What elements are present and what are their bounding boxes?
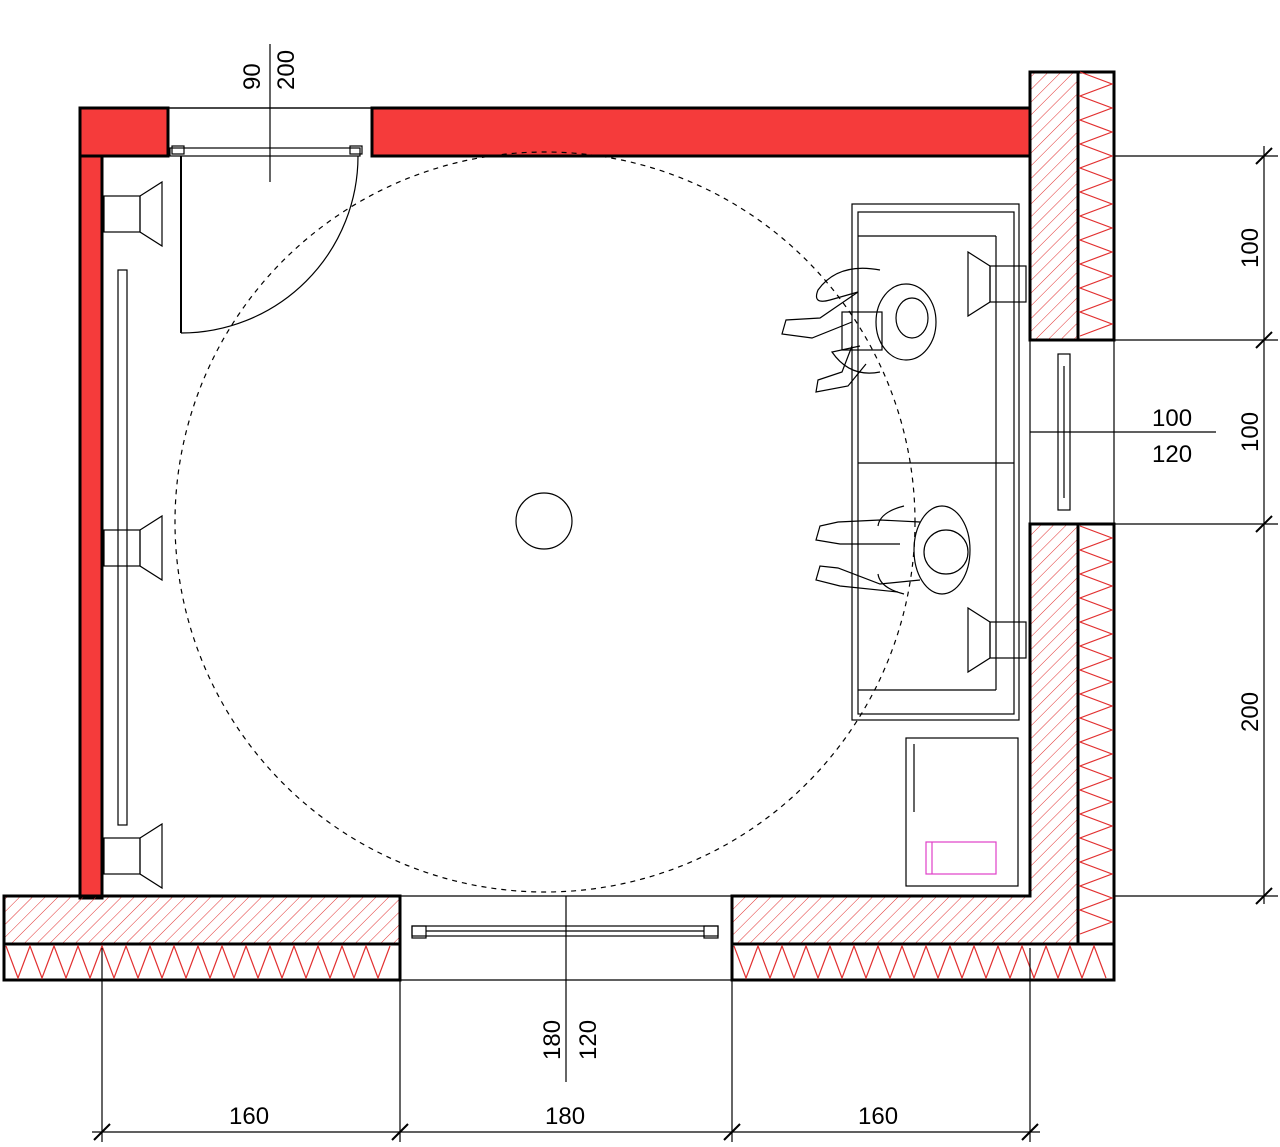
door-dim-90: 90 — [239, 63, 266, 90]
right-insulation-lower — [1076, 522, 1116, 946]
door — [169, 145, 363, 334]
right-insulation-upper — [1076, 70, 1116, 342]
window-bottom-dim-180: 180 — [539, 1020, 566, 1060]
right-wall-lower — [730, 522, 1080, 946]
right-dim-100-top: 100 — [1237, 228, 1264, 268]
grab-bar — [117, 269, 128, 826]
shower-head-bottom — [103, 822, 163, 890]
right-dim-100-mid: 100 — [1237, 412, 1264, 452]
bottom-dimension-chain — [92, 948, 1040, 1142]
shower-head-middle — [103, 514, 163, 582]
left-wall — [78, 106, 104, 900]
bottom-insulation-zigzag-right — [733, 944, 1107, 980]
bottom-dim-160-right: 160 — [858, 1103, 898, 1130]
door-dim-200: 200 — [273, 50, 300, 90]
seated-person-top — [781, 267, 937, 393]
bottom-insulation-left — [2, 942, 402, 982]
right-insulation-zigzag-lower — [1078, 525, 1114, 935]
wheelchair-turning-circle — [174, 151, 916, 893]
shower-head-right-bottom — [967, 606, 1027, 674]
cabinet — [905, 737, 1019, 887]
right-dimension-chain — [1114, 146, 1278, 905]
waste-bin — [925, 841, 997, 875]
bottom-dim-160-left: 160 — [229, 1103, 269, 1130]
bottom-insulation-zigzag-left — [5, 944, 391, 980]
floor-drain — [515, 492, 573, 550]
right-wall-upper — [1028, 70, 1080, 342]
door-dimension — [168, 44, 372, 182]
seated-person-bottom — [815, 505, 971, 595]
right-dim-200: 200 — [1237, 692, 1264, 732]
right-insulation-zigzag-upper — [1078, 71, 1114, 337]
top-wall-left — [78, 106, 170, 158]
bottom-dim-180: 180 — [545, 1103, 585, 1130]
window-bottom-dim-120: 120 — [575, 1020, 602, 1060]
shower-head-right-top — [967, 250, 1027, 318]
window-right-dim-100: 100 — [1152, 405, 1192, 432]
shower-head-top — [103, 180, 163, 248]
bottom-wall-left — [2, 894, 402, 946]
window-right-dim-120: 120 — [1152, 441, 1192, 468]
bench — [851, 203, 1020, 721]
top-wall-right — [370, 106, 1032, 158]
